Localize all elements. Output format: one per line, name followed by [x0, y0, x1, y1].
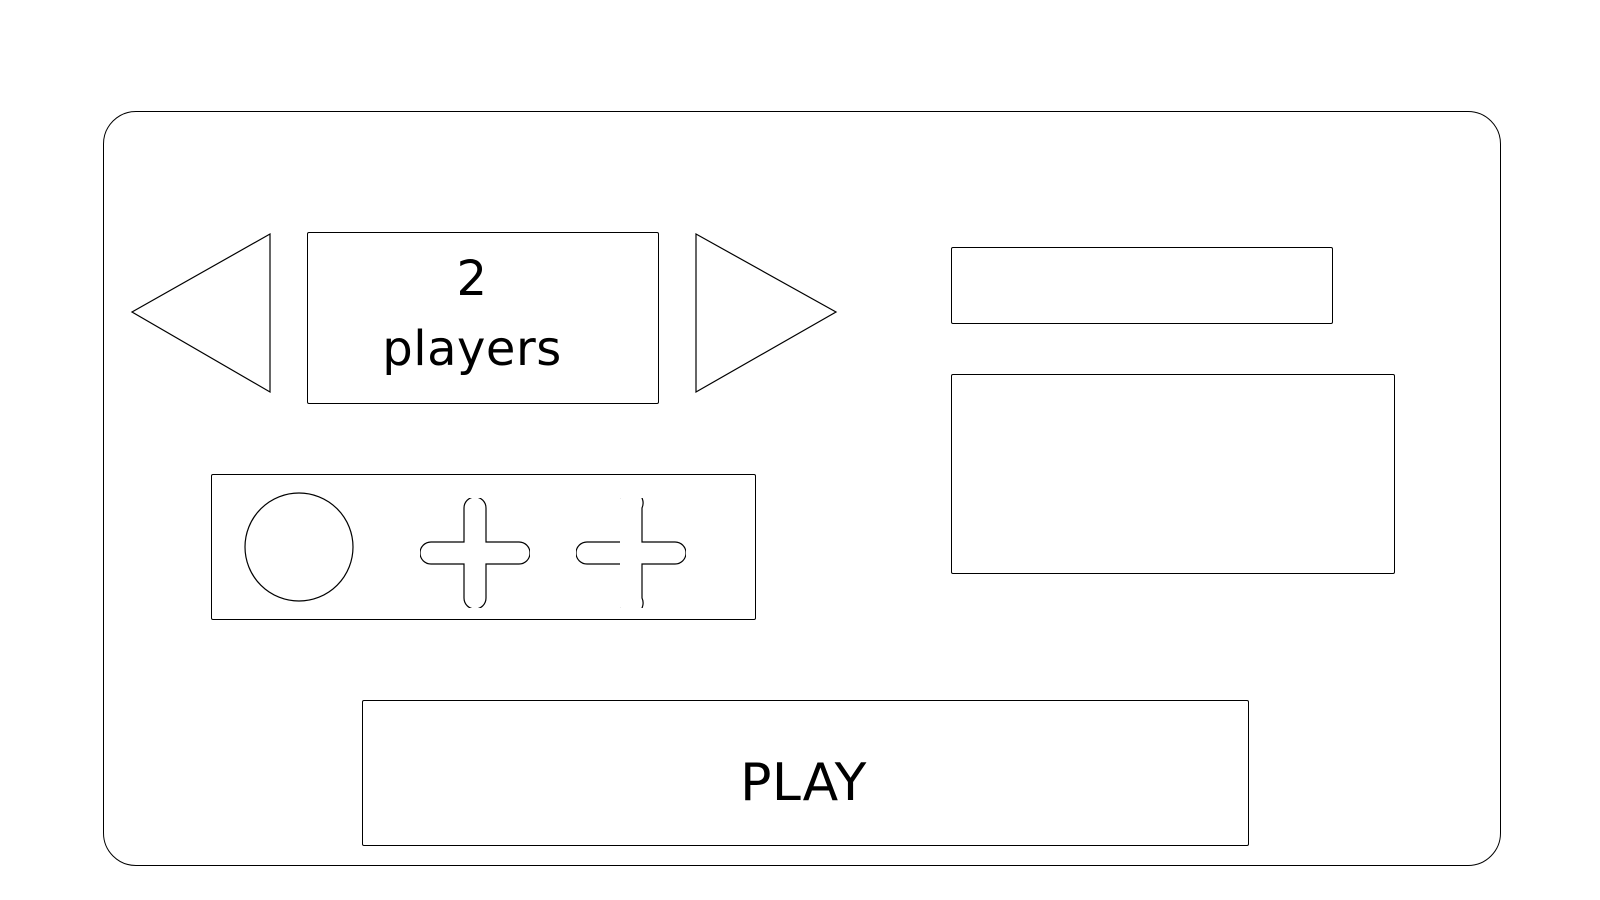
main-panel: [103, 111, 1501, 866]
plus-partial-icon: [576, 498, 686, 608]
player-count-display: 2 players: [307, 232, 659, 404]
plus-icon: [420, 498, 530, 608]
info-panel: [951, 374, 1395, 574]
plus-partial-button[interactable]: [576, 498, 686, 608]
controls-row: [211, 474, 756, 620]
name-input[interactable]: [951, 247, 1333, 324]
circle-button[interactable]: [243, 491, 355, 603]
prev-player-count-button[interactable]: [130, 232, 274, 394]
player-count-label: players: [382, 321, 562, 377]
circle-icon: [244, 492, 354, 602]
next-player-count-button[interactable]: [694, 232, 838, 394]
player-count-number: 2: [456, 251, 488, 307]
play-button-label: PLAY: [740, 753, 867, 813]
triangle-left-icon: [130, 232, 271, 394]
plus-button[interactable]: [420, 498, 530, 608]
play-button[interactable]: PLAY: [362, 700, 1249, 846]
triangle-right-icon: [695, 232, 838, 394]
